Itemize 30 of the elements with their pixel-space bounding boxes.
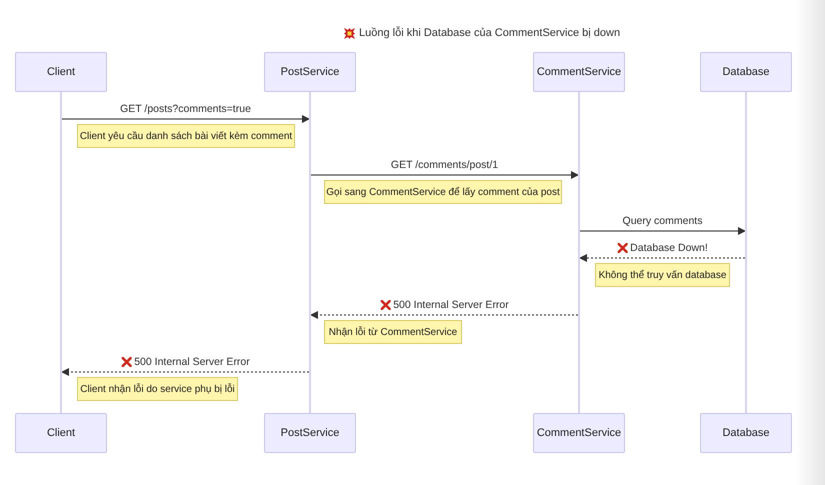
participant-box: Database [700, 413, 792, 453]
message-arrow [580, 227, 746, 235]
participant-box: PostService [264, 413, 356, 453]
message-arrow [61, 368, 310, 376]
message-arrow [310, 311, 578, 319]
edge-label: Query comments [622, 215, 702, 227]
edge-label: 500 Internal Server Error [134, 356, 250, 368]
participant-box: Client [15, 413, 107, 453]
edge-label: Database Down! [630, 242, 708, 254]
participant-box: PostService [264, 52, 356, 92]
lifeline-bar [60, 92, 62, 413]
message-arrow [310, 171, 579, 179]
edge-label: 500 Internal Server Error [393, 299, 509, 311]
edge-label: GET /comments/post/1 [390, 159, 498, 171]
message-arrow [579, 254, 746, 262]
message-arrow [62, 115, 310, 123]
participant-box: Database [700, 52, 792, 92]
note-box: Không thể truy vấn database [595, 263, 730, 287]
note-box: Gọi sang CommentService để lấy comment của post [324, 180, 562, 204]
participant-box: CommentService [533, 413, 625, 453]
note-box: Nhận lỗi từ CommentService [324, 320, 462, 344]
lifeline-bar [745, 92, 747, 413]
lifeline-bar [309, 92, 311, 413]
participant-box: Client [15, 52, 107, 92]
note-box: Client yêu cầu danh sách bài viết kèm comment [77, 124, 295, 148]
participant-box: CommentService [533, 52, 625, 92]
lifeline-bar [578, 92, 580, 413]
edge-label: GET /posts?comments=true [120, 103, 251, 115]
note-box: Client nhận lỗi do service phụ bị lỗi [77, 377, 238, 401]
diagram-title: Luồng lỗi khi Database của CommentService bị down [359, 27, 620, 39]
